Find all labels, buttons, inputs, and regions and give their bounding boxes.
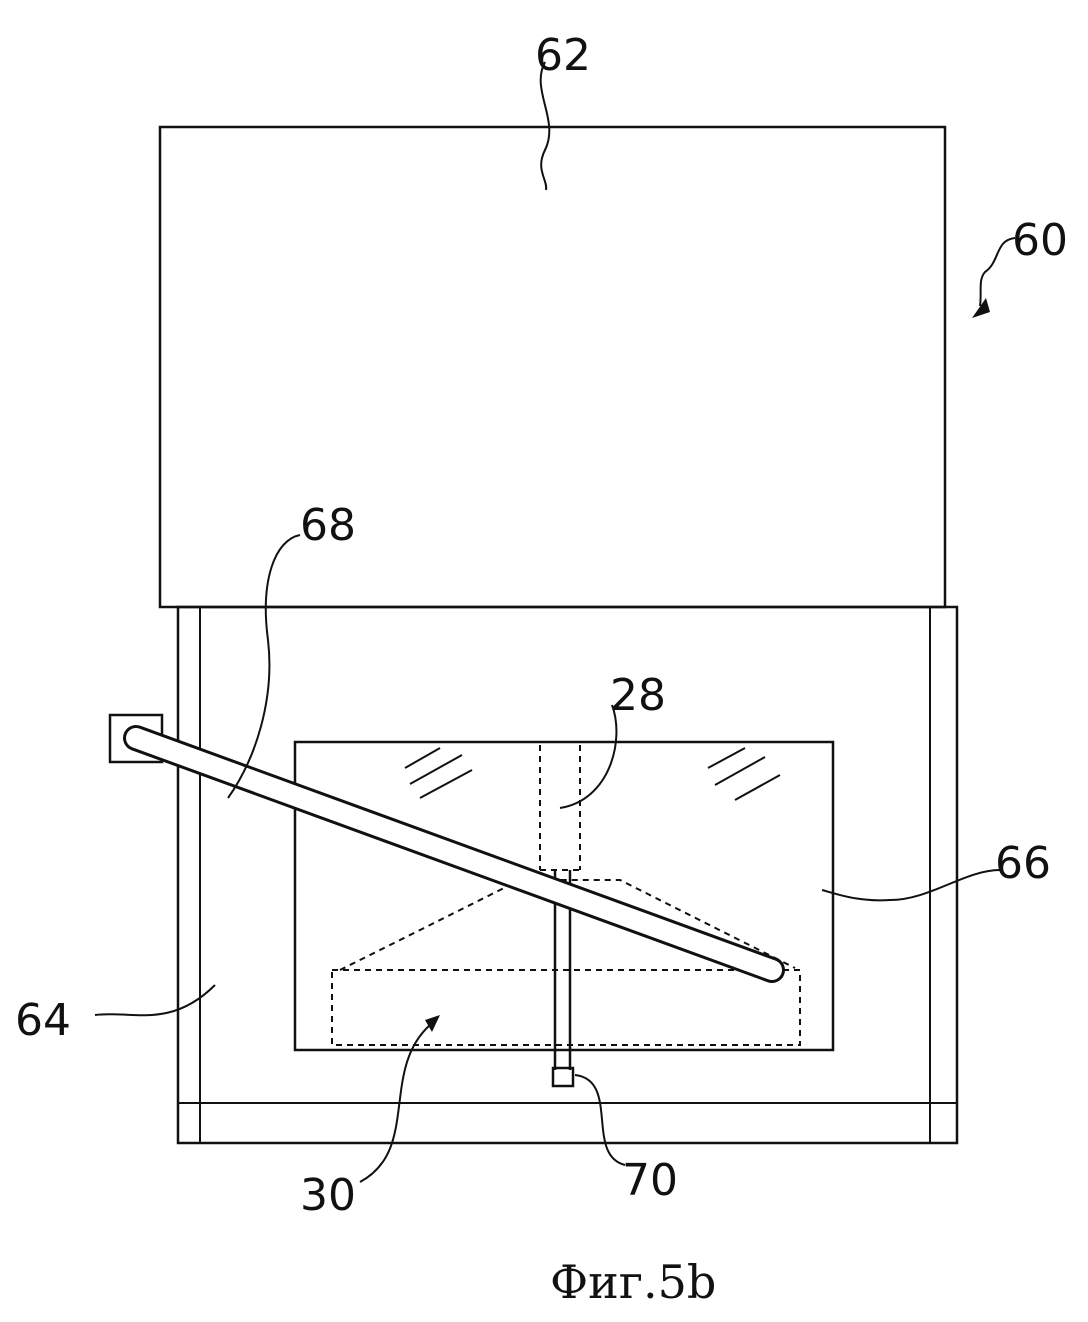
ref-68: 68: [300, 500, 356, 551]
window-66: [293, 740, 835, 1052]
lower-base-64: [176, 605, 959, 1145]
arrow-30: [425, 1015, 440, 1032]
figure-caption: Фиг.5b: [550, 1255, 716, 1309]
leader-66: [821, 869, 1001, 902]
leader-30: [359, 1024, 431, 1183]
ref-28: 28: [610, 670, 666, 721]
lever-68: [108, 713, 785, 983]
ref-64: 64: [15, 995, 71, 1046]
glass-hatch: [404, 747, 781, 801]
ref-70: 70: [622, 1155, 678, 1206]
leader-70: [574, 1074, 626, 1166]
hidden-shaft-28: [539, 745, 581, 871]
leader-28: [559, 704, 618, 809]
leader-60: [979, 237, 1016, 307]
arrow-60: [972, 298, 990, 318]
hidden-body-30: [331, 879, 801, 1046]
ref-62: 62: [535, 30, 591, 81]
upper-housing-62: [158, 125, 947, 609]
leader-64: [94, 984, 216, 1017]
ref-30: 30: [300, 1170, 356, 1221]
ref-60: 60: [1012, 215, 1068, 266]
leader-62: [539, 61, 551, 191]
ref-66: 66: [995, 838, 1051, 889]
leader-68: [227, 534, 301, 799]
